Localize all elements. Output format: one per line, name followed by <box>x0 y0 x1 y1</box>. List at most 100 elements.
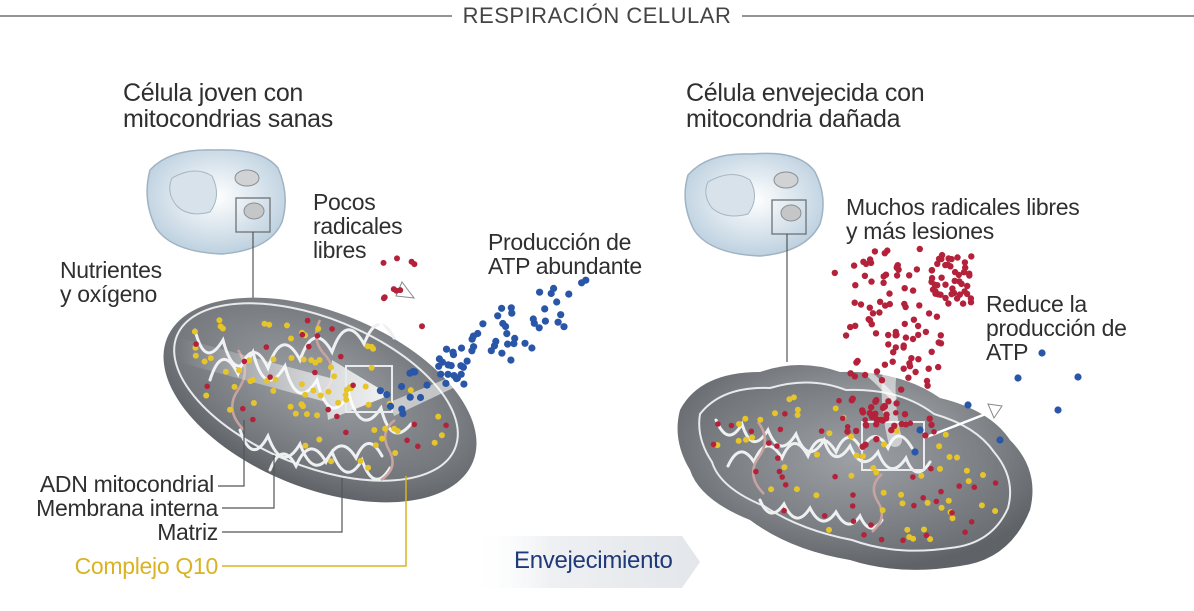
radical-dot <box>314 333 321 339</box>
radical-dot <box>779 474 785 480</box>
q10-dot <box>316 436 323 443</box>
atp-dot <box>435 355 443 363</box>
radical-dot <box>900 365 907 372</box>
radical-dot <box>949 510 955 516</box>
q10-dot <box>314 412 321 419</box>
radical-dot <box>928 421 935 429</box>
radical-dot <box>859 409 867 416</box>
q10-dot <box>880 489 887 496</box>
radical-dot <box>861 532 867 538</box>
atp-dot <box>444 370 452 378</box>
radical-dot <box>954 254 961 261</box>
q10-dot <box>365 464 372 471</box>
radical-dot <box>942 294 949 302</box>
abundant-atp-label: Producción de ATP abundante <box>488 229 642 280</box>
radical-dot <box>892 344 899 351</box>
radical-dot <box>962 529 968 535</box>
atp-dot <box>1014 374 1022 382</box>
particle-dots <box>191 245 1082 544</box>
radical-dot <box>951 268 959 276</box>
q10-dot <box>743 436 749 443</box>
atp-dot <box>479 320 487 328</box>
radical-dot <box>338 353 344 360</box>
legend-mitochondrial-dna: ADN mitocondrial <box>39 471 214 497</box>
atp-dot <box>449 348 457 356</box>
atp-dot <box>423 381 431 389</box>
radical-dot <box>777 426 784 433</box>
radical-dot <box>851 299 858 306</box>
radical-dot <box>889 358 896 365</box>
radical-dot <box>902 334 910 341</box>
atp-dot <box>406 393 414 401</box>
q10-dot <box>368 364 375 371</box>
radical-dot <box>909 287 917 294</box>
radical-dot <box>878 377 886 384</box>
radical-dot <box>775 455 781 461</box>
radical-dot <box>849 503 856 509</box>
q10-dot <box>946 454 953 460</box>
radical-dot <box>909 335 917 343</box>
radical-dot <box>914 322 922 330</box>
atp-dot <box>386 402 395 410</box>
q10-dot <box>391 425 398 432</box>
q10-dot <box>772 410 778 417</box>
aged-cell-illustration <box>684 152 824 257</box>
q10-dot <box>382 425 389 432</box>
radical-dot <box>898 386 905 393</box>
radical-dot <box>844 424 851 430</box>
atp-dot <box>507 304 515 312</box>
radical-dot <box>901 320 908 328</box>
radical-dot <box>971 484 978 491</box>
q10-dot <box>261 320 268 327</box>
many-free-radicals-label: Muchos radicales libres y más lesiones <box>846 194 1080 245</box>
atp-dot <box>521 339 529 347</box>
radical-dot <box>851 373 858 380</box>
q10-dot <box>201 358 208 365</box>
atp-dot <box>435 362 443 370</box>
q10-dot <box>893 427 900 434</box>
radical-dot <box>343 429 349 436</box>
q10-dot <box>992 508 999 514</box>
q10-dot <box>328 458 335 465</box>
radical-dot <box>966 270 973 277</box>
q10-dot <box>300 356 307 363</box>
radical-dot <box>443 422 449 429</box>
radical-dot <box>748 428 755 435</box>
q10-dot <box>288 354 295 361</box>
q10-dot <box>873 469 880 476</box>
atp-dot <box>487 347 495 355</box>
radical-dot <box>913 266 921 273</box>
atp-dot <box>442 345 451 353</box>
q10-dot <box>310 387 317 394</box>
radical-dot <box>715 421 721 427</box>
atp-dot <box>536 288 544 296</box>
radical-dot <box>866 304 873 311</box>
legend-inner-membrane: Membrana interna <box>36 495 218 521</box>
q10-dot <box>292 410 299 417</box>
radical-dot <box>923 532 930 539</box>
atp-dot <box>437 370 445 378</box>
q10-dot <box>236 367 243 374</box>
radical-dot <box>267 374 273 380</box>
radical-dot <box>873 368 881 375</box>
atp-dot <box>554 318 562 326</box>
damaged-mitochondrion <box>677 272 1033 570</box>
radical-dot <box>931 429 937 435</box>
q10-dot <box>736 421 742 427</box>
radical-dot <box>868 522 874 528</box>
q10-dot <box>303 411 310 418</box>
radical-dot <box>934 282 941 289</box>
radical-dot <box>329 326 335 332</box>
atp-dot <box>453 374 461 382</box>
radical-dot <box>832 473 838 480</box>
q10-dot <box>246 357 253 364</box>
q10-dot <box>317 392 324 399</box>
q10-dot <box>222 368 229 375</box>
radical-dot <box>325 406 332 413</box>
atp-dot <box>463 357 471 365</box>
q10-dot <box>921 526 927 533</box>
radical-dot <box>350 382 356 389</box>
radical-dot <box>906 272 913 279</box>
radical-dot <box>861 371 869 379</box>
q10-dot <box>365 401 372 408</box>
